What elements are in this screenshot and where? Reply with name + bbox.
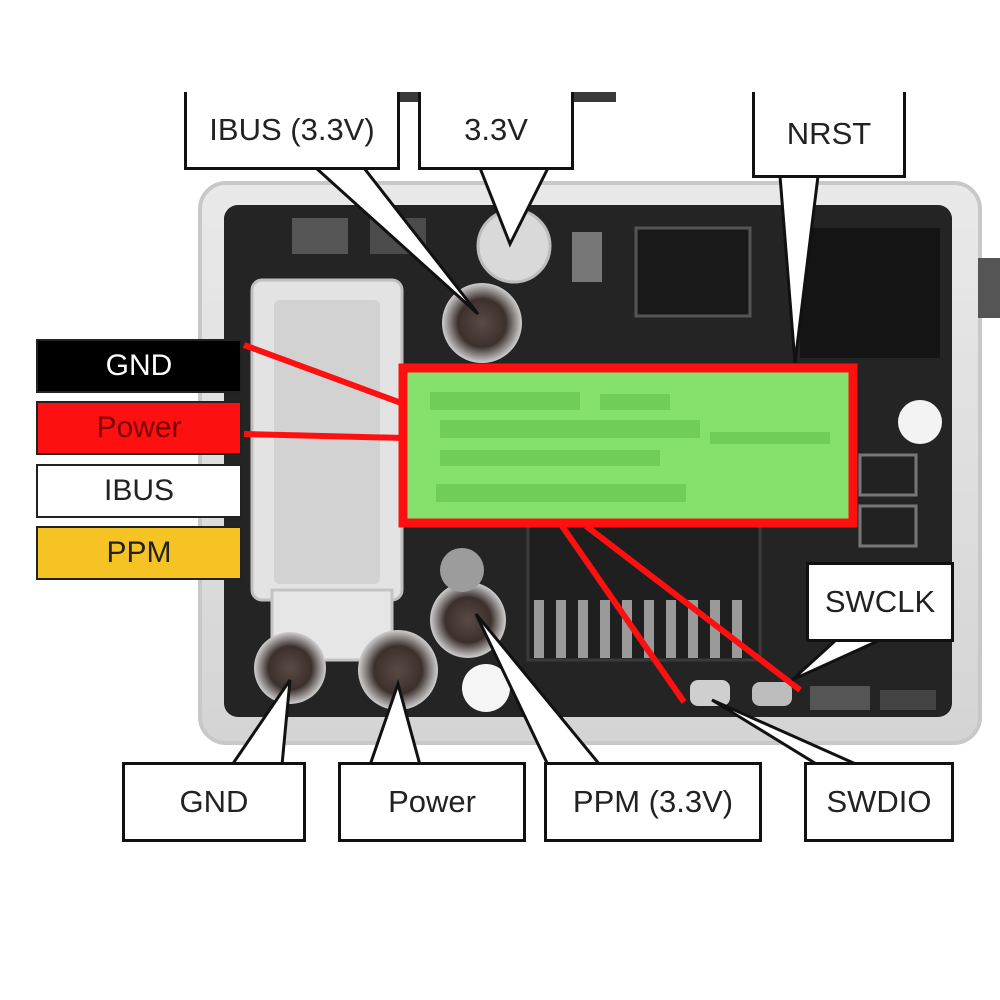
smd-top-1 (572, 232, 602, 282)
legend-ppm-label: PPM (106, 536, 172, 569)
leader-gnd (242, 342, 406, 407)
smd-bottom-right-2 (880, 690, 936, 710)
callout-swdio-label: SWDIO (826, 784, 932, 819)
callout-gnd-label: GND (179, 784, 249, 819)
label-blur-text (430, 392, 830, 502)
callout-ppm-33v: PPM (3.3V) (544, 762, 762, 842)
leader-power (243, 431, 405, 441)
callout-ibus-33v: IBUS (3.3V) (184, 92, 400, 170)
callout-33v-label: 3.3V (464, 111, 528, 147)
callout-nrst: NRST (752, 92, 906, 178)
callout-swdio: SWDIO (804, 762, 954, 842)
callout-ppm-33v-label: PPM (3.3V) (572, 784, 734, 819)
callout-swclk-label: SWCLK (824, 584, 936, 619)
callout-power: Power (338, 762, 526, 842)
pad-swclk (752, 682, 792, 706)
ic-pins (534, 600, 742, 658)
callout-swclk: SWCLK (806, 562, 954, 642)
smd-top-2 (292, 218, 348, 254)
callout-nrst-label: NRST (786, 115, 872, 151)
callout-tails (229, 166, 881, 767)
callout-gnd: GND (122, 762, 306, 842)
callout-power-label: Power (388, 784, 476, 819)
smd-bottom-right (810, 686, 870, 710)
callout-ibus-33v-label: IBUS (3.3V) (209, 111, 375, 147)
legend-ibus-label: IBUS (103, 474, 175, 507)
smd-right-2 (858, 504, 918, 548)
ic-body (526, 518, 762, 662)
leader-swd-2 (584, 523, 802, 693)
smd-right-1 (858, 453, 918, 497)
callout-33v: 3.3V (418, 92, 574, 170)
legend-power: Power (36, 401, 242, 455)
pad-swdio (690, 680, 730, 706)
chip-right-block (800, 228, 940, 358)
legend-gnd-label: GND (105, 349, 173, 382)
pad-gnd (254, 632, 326, 704)
hole-right (898, 400, 942, 444)
connector-inner (274, 300, 380, 584)
hole-bottom-2 (440, 548, 484, 592)
hole-bottom (462, 664, 510, 712)
legend-ppm: PPM (36, 526, 242, 580)
leader-swd-1 (559, 524, 687, 704)
pad-power (358, 630, 438, 710)
antenna-stub (978, 258, 1000, 318)
legend-ibus: IBUS (36, 464, 242, 518)
chip-top-right (634, 226, 752, 318)
legend-power-label: Power (96, 411, 182, 444)
legend-gnd: GND (36, 339, 242, 393)
pad-ibus (442, 283, 522, 363)
